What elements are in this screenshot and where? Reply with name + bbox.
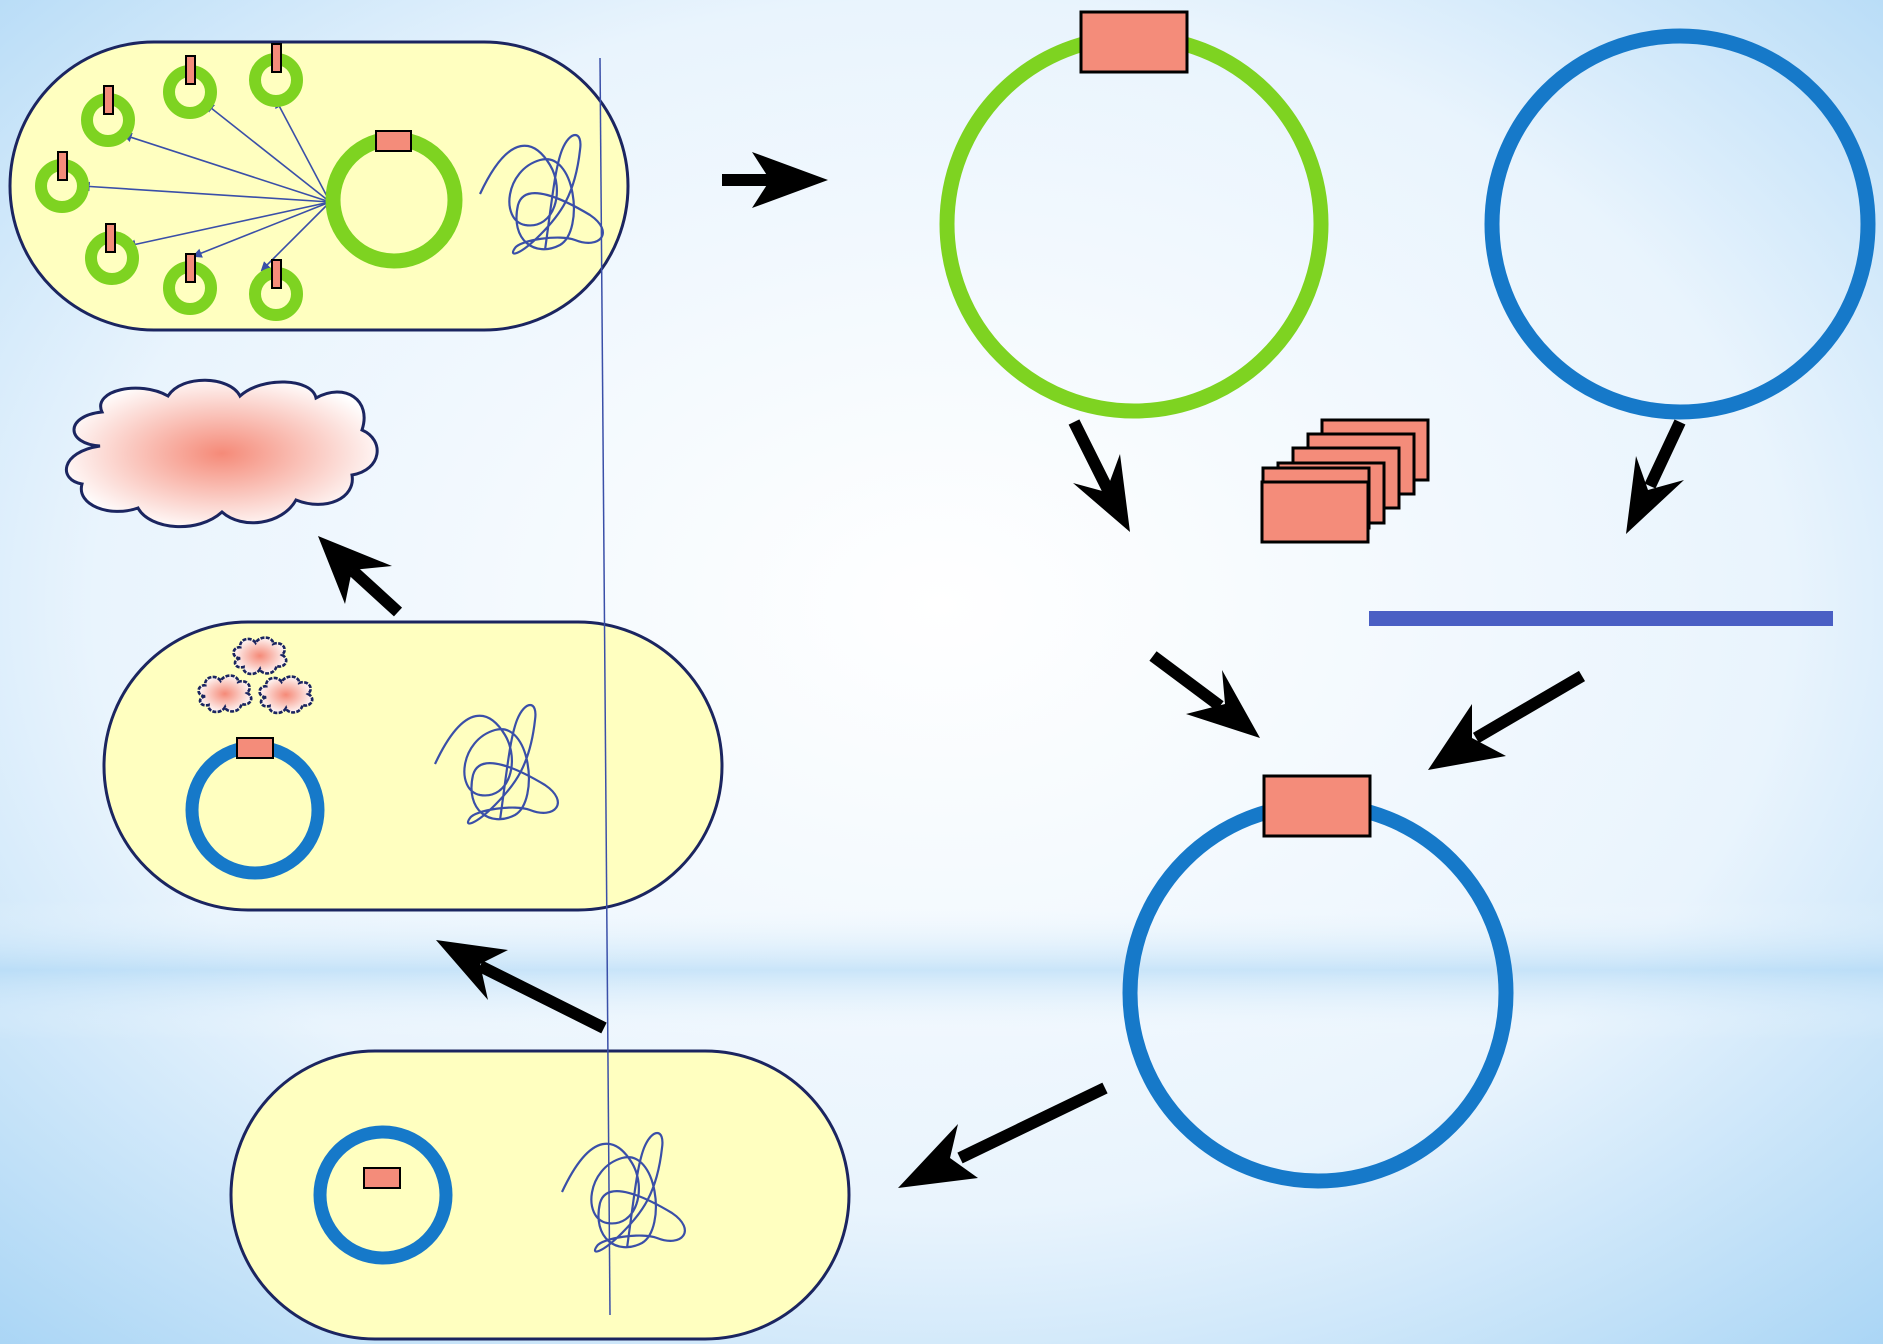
- donor-cell-gene-insert: [375, 130, 412, 152]
- step-arrow-digest-donor: [1068, 419, 1130, 532]
- plasmid-copies: [35, 43, 303, 321]
- recombinant-plasmid: [1122, 774, 1514, 1189]
- plasmid-copy: [163, 55, 217, 119]
- plasmid-copy: [163, 253, 217, 315]
- protein-cluster: [258, 675, 314, 715]
- expressing-cell-gene-insert: [236, 737, 274, 759]
- transformed-bacterium: [229, 1049, 851, 1341]
- copy-pointer-lines: [80, 98, 331, 272]
- plasmid-copy: [85, 223, 139, 285]
- step-arrow-isolate: [722, 152, 828, 208]
- background-band: [0, 900, 1883, 1040]
- donor-plasmid: [939, 10, 1329, 419]
- transformed-cell-plasmid: [313, 1125, 453, 1265]
- transformed-chromosome: [561, 1131, 686, 1253]
- plasmid-copy: [249, 259, 303, 321]
- plasmid-copy: [81, 85, 135, 147]
- step-arrow-grow: [436, 940, 607, 1034]
- plasmid-copy: [35, 151, 89, 213]
- step-arrow-transform: [898, 1082, 1108, 1188]
- protein-product: [64, 378, 379, 529]
- donor-bacterium: [8, 40, 630, 332]
- expressing-chromosome: [434, 703, 559, 825]
- protein-clusters: [197, 636, 314, 715]
- plasmid-copy: [249, 43, 303, 107]
- cloning-vector: [1484, 28, 1876, 420]
- step-arrow-ligate-insert: [1149, 651, 1260, 738]
- step-arrow-ligate-vector: [1428, 670, 1586, 770]
- linearized-vector: [1369, 611, 1833, 626]
- restriction-fragments: [1260, 418, 1430, 544]
- expressing-bacterium: [102, 620, 724, 912]
- step-arrow-harvest: [318, 536, 403, 617]
- protein-cluster: [197, 674, 253, 714]
- step-arrow-digest-vector: [1626, 419, 1686, 534]
- guide-line: [599, 57, 611, 1316]
- transformed-cell-gene-insert: [363, 1167, 401, 1189]
- donor-chromosome: [479, 133, 604, 255]
- donor-gene-insert: [1079, 10, 1189, 74]
- recombinant-gene-insert: [1262, 774, 1372, 838]
- protein-cluster: [232, 636, 288, 676]
